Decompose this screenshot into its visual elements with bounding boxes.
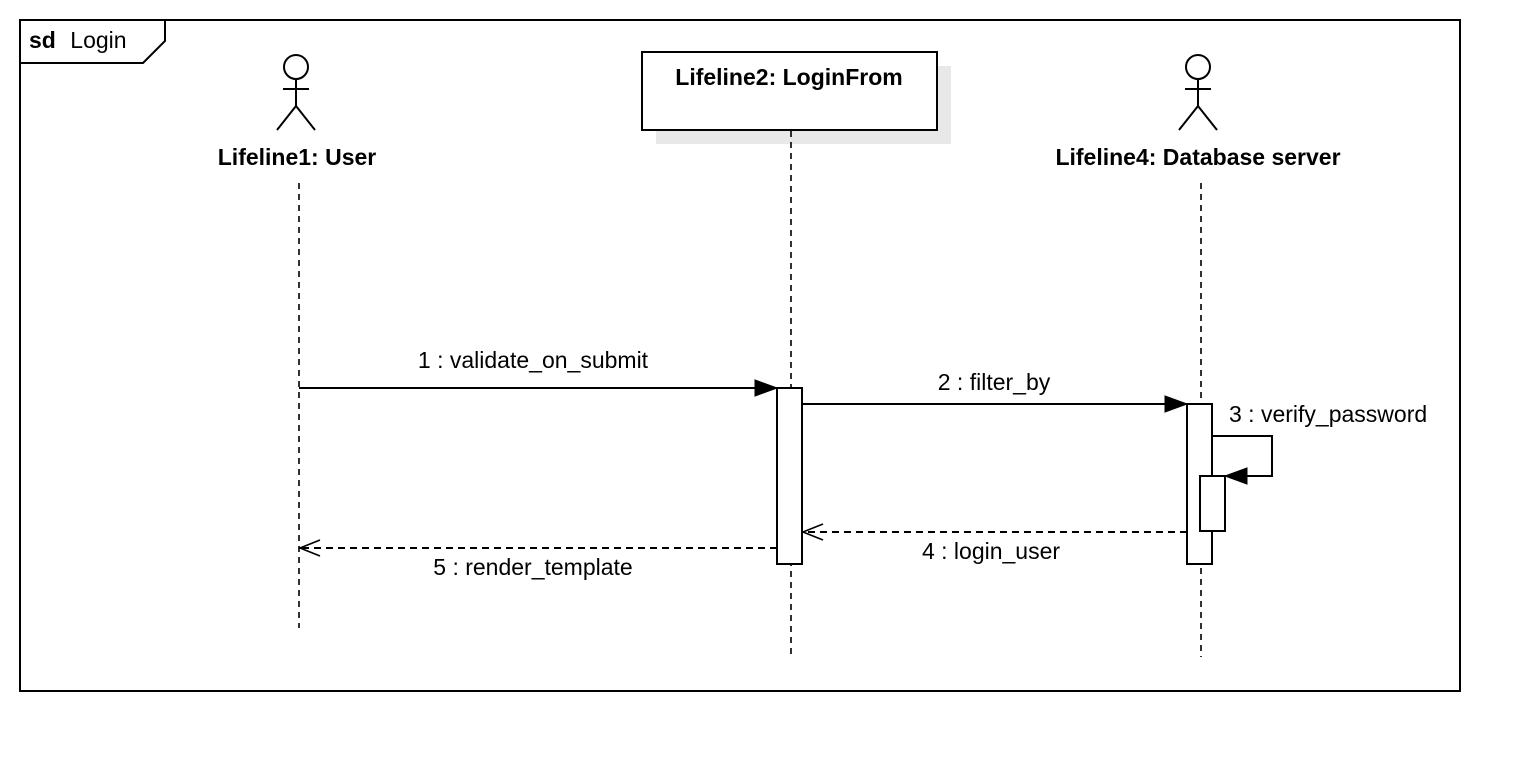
lifeline-dbserver: Lifeline4: Database server <box>1055 54 1341 657</box>
message-1: 1 : validate_on_submit <box>299 347 779 397</box>
message-5-arrowhead <box>297 539 321 557</box>
lifeline-loginfrom: Lifeline2: LoginFrom <box>641 51 951 655</box>
message-2: 2 : filter_by <box>802 369 1189 413</box>
lifeline-label-user: Lifeline1: User <box>218 144 377 170</box>
lifeline-user: Lifeline1: User <box>218 54 377 628</box>
message-5: 5 : render_template <box>297 539 777 580</box>
message-4: 4 : login_user <box>800 523 1187 564</box>
message-2-arrowhead <box>1164 395 1189 413</box>
message-3: 3 : verify_password <box>1212 401 1427 485</box>
frame-title: sd Login <box>29 27 127 53</box>
lifeline-label-dbserver: Lifeline4: Database server <box>1055 144 1340 170</box>
activation-loginfrom <box>776 387 803 565</box>
lifeline-box-loginfrom <box>641 51 938 131</box>
actor-dbserver-icon <box>1178 54 1218 131</box>
actor-user-icon <box>276 54 316 131</box>
message-3-arrowhead <box>1223 467 1248 485</box>
message-4-label: 4 : login_user <box>922 538 1060 564</box>
lifeline-label-loginfrom: Lifeline2: LoginFrom <box>675 64 902 90</box>
message-2-label: 2 : filter_by <box>938 369 1051 395</box>
message-1-label: 1 : validate_on_submit <box>418 347 649 373</box>
activation-dbserver-nested <box>1199 475 1226 532</box>
message-3-line <box>1212 435 1273 477</box>
message-5-label: 5 : render_template <box>433 554 632 580</box>
frame-name: Login <box>70 27 126 53</box>
message-1-arrowhead <box>754 379 779 397</box>
frame-tab <box>20 20 166 64</box>
interaction-frame <box>19 19 1461 692</box>
message-3-label: 3 : verify_password <box>1229 401 1427 427</box>
message-4-arrowhead <box>800 523 824 541</box>
frame-keyword: sd <box>29 27 56 53</box>
